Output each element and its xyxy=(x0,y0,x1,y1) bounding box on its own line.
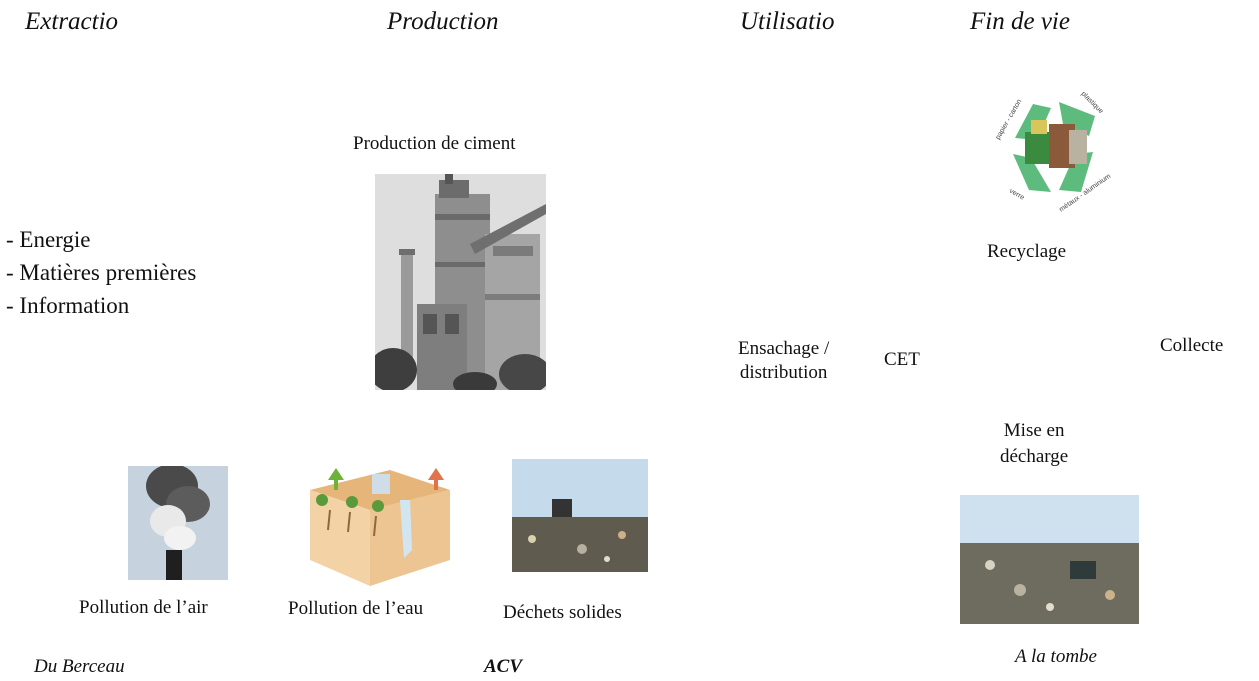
recycling-logo: papier - carton plastique verre métaux -… xyxy=(985,80,1121,216)
phase-production: Production xyxy=(387,8,499,35)
cement-plant-photo xyxy=(375,174,546,390)
solid-waste-label: Déchets solides xyxy=(503,602,622,623)
solid-waste-photo xyxy=(512,459,648,572)
water-pollution-illustration xyxy=(300,460,460,588)
inputs-list: - Energie - Matières premières - Informa… xyxy=(6,223,196,322)
footer-cradle: Du Berceau xyxy=(34,656,125,677)
water-pollution-label: Pollution de l’eau xyxy=(288,598,424,619)
landfill-photo xyxy=(960,495,1139,624)
footer-acv: ACV xyxy=(484,656,523,677)
landfill-line-2: décharge xyxy=(1000,446,1069,467)
bagging-line-1: Ensachage / xyxy=(738,338,830,359)
production-label: Production de ciment xyxy=(353,133,516,154)
input-raw-materials: - Matières premières xyxy=(6,260,197,285)
cet-label: CET xyxy=(884,349,920,370)
phase-extraction: Extractio xyxy=(25,8,119,35)
phase-utilisation: Utilisatio xyxy=(740,8,835,35)
footer-grave: A la tombe xyxy=(1015,646,1097,667)
input-energy: - Energie xyxy=(6,227,91,252)
landfill-line-1: Mise en xyxy=(1003,420,1065,441)
recycling-label: Recyclage xyxy=(987,241,1067,262)
collection-label: Collecte xyxy=(1160,335,1224,356)
bagging-line-2: distribution xyxy=(739,362,828,383)
air-pollution-label: Pollution de l’air xyxy=(79,597,208,618)
phase-end-of-life: Fin de vie xyxy=(970,8,1070,35)
bagging-distribution-label: Ensachage / distribution xyxy=(738,337,829,385)
landfill-label: Mise en décharge xyxy=(1000,418,1068,470)
input-information: - Information xyxy=(6,293,130,318)
air-pollution-photo xyxy=(128,466,228,580)
